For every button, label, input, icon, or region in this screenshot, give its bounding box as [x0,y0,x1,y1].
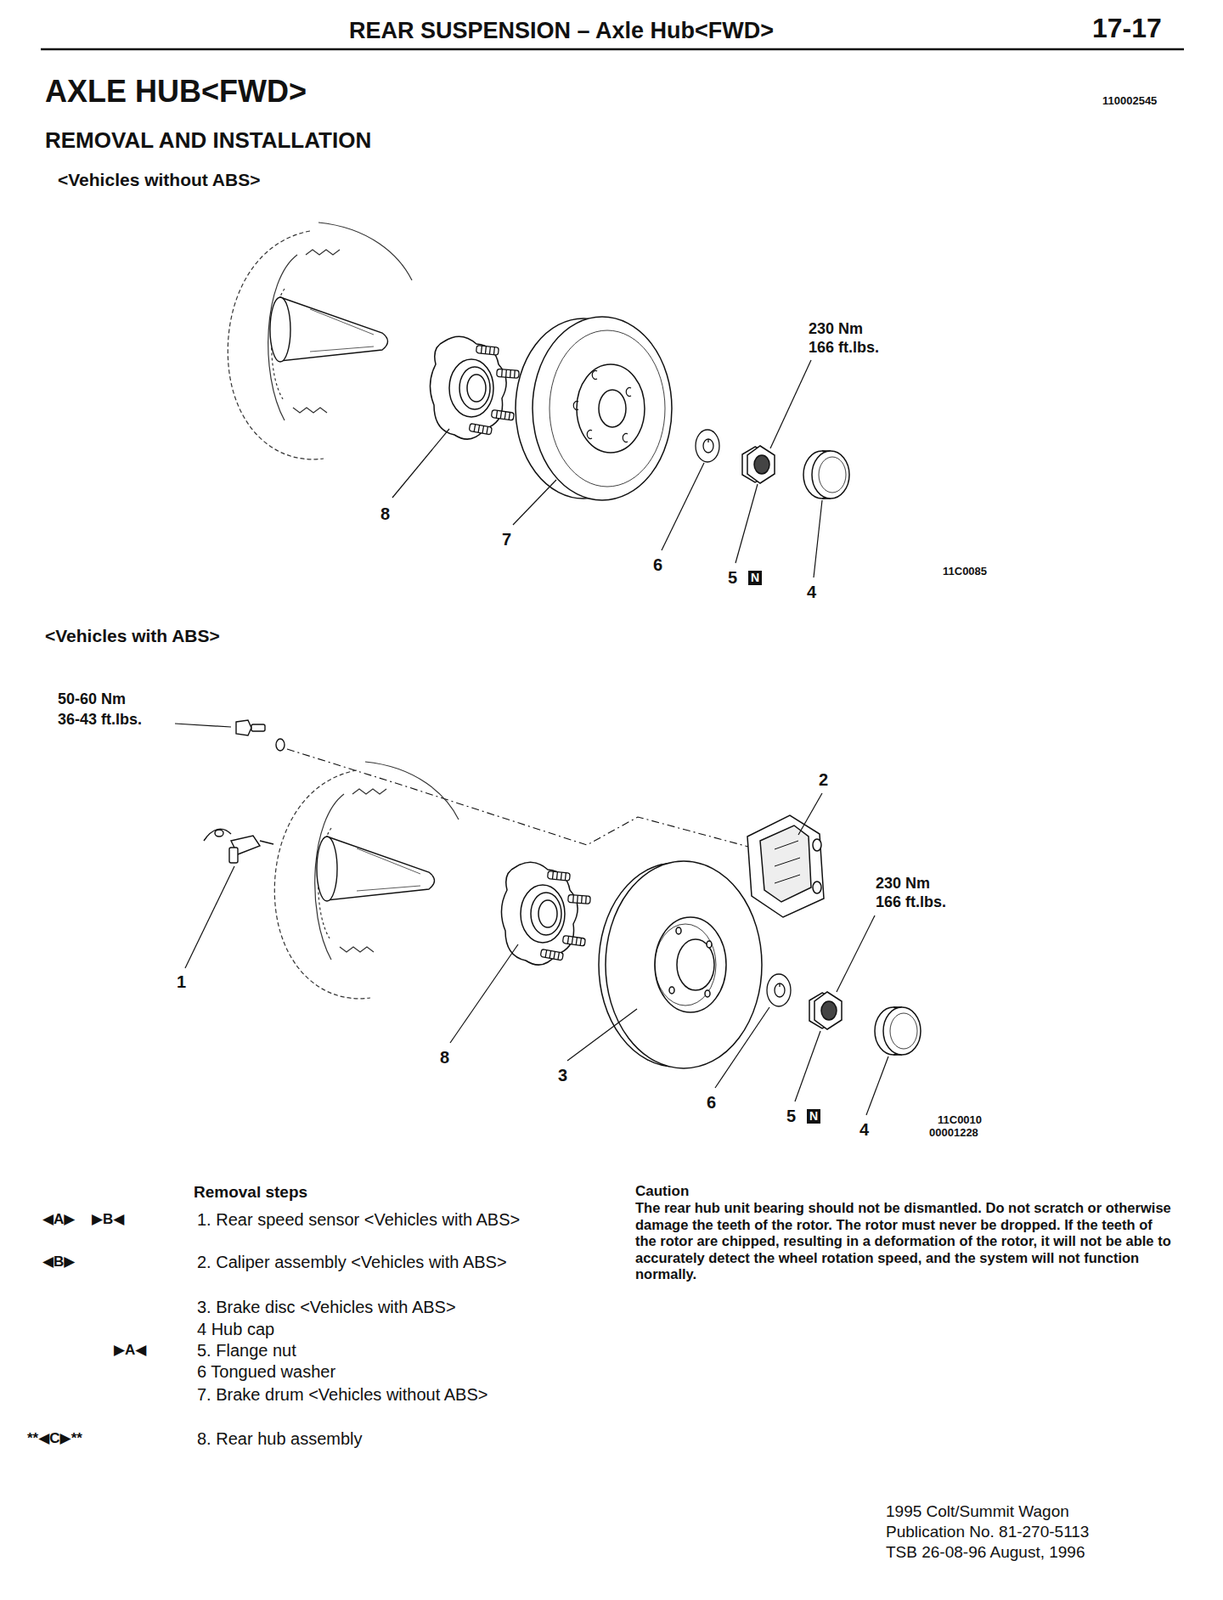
removal-step: 8. Rear hub assembly [197,1428,363,1449]
variant-heading: <Vehicles without ABS> [57,169,260,191]
brake-disc [598,861,762,1069]
step-marker: ◀A▶ [42,1211,75,1229]
leader-lines [392,360,823,578]
header-rule [40,48,1184,51]
callout-number: 6 [653,554,663,575]
callout-number: 5 [786,1105,796,1127]
caliper-bolt [236,720,285,751]
publication-info: 1995 Colt/Summit Wagon [885,1501,1070,1522]
backing-plate [274,761,459,999]
callout-number: 2 [818,769,829,790]
callout-number: 7 [501,529,512,550]
removal-step: 4 Hub cap [197,1318,275,1340]
removal-step: 3. Brake disc <Vehicles with ABS> [197,1296,536,1319]
page-title: AXLE HUB<FWD> [45,73,307,111]
step-marker: ◀B▶ [42,1253,75,1271]
step-marker: ▶B◀ [91,1211,124,1229]
assembly-line [287,749,752,848]
backing-plate [227,222,412,460]
removal-step: 2. Caliper assembly <Vehicles with ABS> [197,1251,536,1274]
flange-nut [742,445,775,484]
speed-sensor [203,828,274,863]
publication-info: TSB 26-08-96 August, 1996 [885,1542,1086,1562]
torque-spec: 36-43 ft.lbs. [57,710,142,729]
new-part-symbol: N [748,570,762,586]
header-title: REAR SUSPENSION – Axle Hub<FWD> [349,16,774,45]
flange-nut [809,991,842,1030]
torque-spec: 50-60 Nm [57,689,126,709]
figure-code: 11C0010 [937,1113,982,1128]
callout-number: 1 [176,971,186,992]
callout-number: 8 [380,503,390,525]
hub-cap [874,1007,921,1055]
variant-heading: <Vehicles with ABS> [45,625,220,647]
removal-step: 6 Tongued washer [197,1361,336,1382]
tongued-washer [766,974,791,1007]
callout-number: 8 [439,1047,450,1068]
steps-heading: Removal steps [193,1182,308,1202]
publication-info: Publication No. 81-270-5113 [885,1521,1089,1542]
callout-number: 3 [557,1065,568,1086]
brake-drum [515,316,672,501]
removal-step: 1. Rear speed sensor <Vehicles with ABS> [197,1209,536,1231]
callout-number: 4 [859,1119,869,1140]
leader-lines [185,793,889,1116]
rear-hub [429,336,519,440]
new-part-symbol: N [806,1109,821,1124]
torque-spec: 230 Nm [875,873,930,893]
torque-spec: 166 ft.lbs. [875,892,947,912]
page-number: 17-17 [1092,11,1162,45]
figure-code: 00001228 [929,1126,979,1140]
document-code: 110002545 [1102,94,1157,108]
torque-spec: 166 ft.lbs. [808,338,880,357]
figure-code: 11C0085 [942,564,987,579]
callout-number: 4 [806,581,817,603]
callout-number: 5 [727,567,738,588]
hub-cap [803,450,850,499]
callout-number: 6 [706,1092,716,1113]
removal-step: 7. Brake drum <Vehicles without ABS> [197,1384,536,1406]
caliper-assembly [747,815,824,918]
removal-step: 5. Flange nut [197,1340,297,1361]
section-heading: REMOVAL AND INSTALLATION [45,127,372,154]
step-marker: **◀C▶** [27,1430,83,1448]
leader-line [174,723,232,728]
caution-text: The rear hub unit bearing should not be … [635,1200,1176,1284]
caution-heading: Caution [635,1183,689,1201]
tongued-washer [695,429,720,463]
step-marker: ▶A◀ [113,1341,147,1359]
torque-spec: 230 Nm [808,319,863,339]
